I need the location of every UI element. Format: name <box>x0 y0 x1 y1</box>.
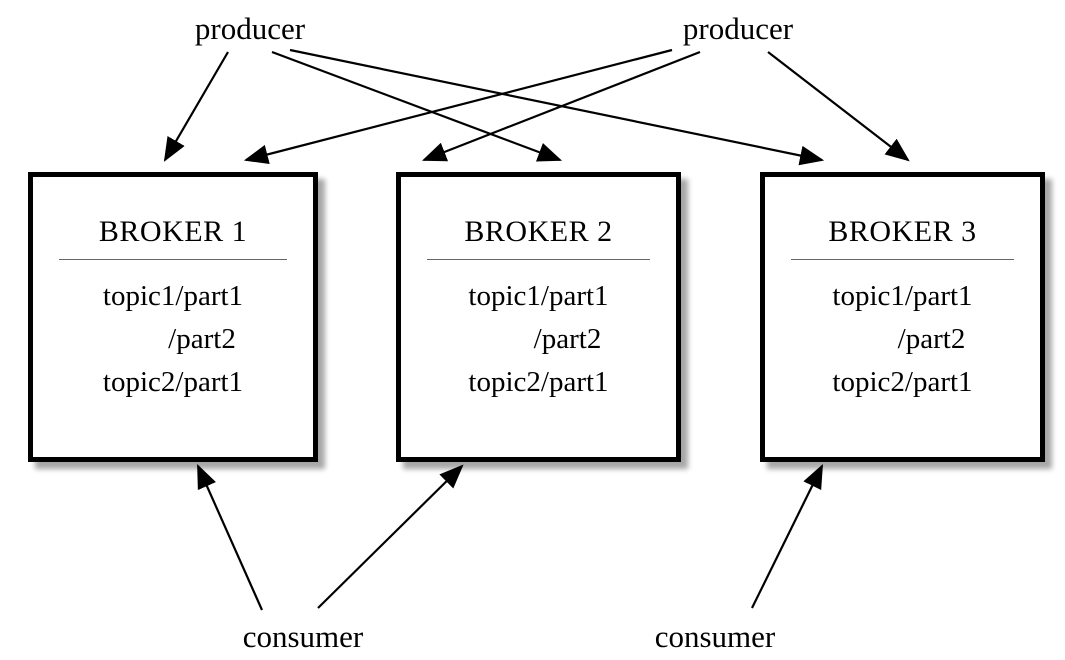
consumer-label-1: consumer <box>242 619 364 654</box>
broker-box-3[interactable]: BROKER 3 topic1/part1 /part2 topic2/part… <box>760 172 1045 462</box>
broker-divider-3 <box>791 259 1014 260</box>
edge-producer2-broker2 <box>421 50 701 162</box>
edge-consumer2-broker3 <box>751 464 823 609</box>
broker-topic-line: /part2 <box>475 323 602 355</box>
edge-consumer1-broker1 <box>196 463 264 611</box>
broker-topics-2: topic1/part1 /part2 topic2/part1 <box>401 275 676 404</box>
edge-consumer1-broker2 <box>317 464 464 609</box>
broker-title-1: BROKER 1 <box>98 215 248 248</box>
edge-producer1-broker1 <box>163 51 229 162</box>
broker-topic-line: topic1/part1 <box>102 280 244 312</box>
broker-topic-line: topic1/part1 <box>468 280 609 312</box>
broker-box-1[interactable]: BROKER 1 topic1/part1 /part2 topic2/part… <box>28 172 318 462</box>
broker-divider-2 <box>427 259 650 260</box>
edge-producer1-broker3 <box>289 48 825 166</box>
broker-topic-line: topic2/part1 <box>832 366 973 398</box>
broker-divider-1 <box>59 259 287 260</box>
broker-topic-line: topic2/part1 <box>102 366 244 398</box>
broker-box-2[interactable]: BROKER 2 topic1/part1 /part2 topic2/part… <box>396 172 681 462</box>
edge-producer1-broker2 <box>271 50 563 162</box>
broker-topic-line: /part2 <box>110 323 236 355</box>
broker-topic-line: topic1/part1 <box>832 280 973 312</box>
broker-title-3: BROKER 3 <box>828 215 977 248</box>
broker-topics-3: topic1/part1 /part2 topic2/part1 <box>765 275 1040 404</box>
broker-topic-line: /part2 <box>839 323 966 355</box>
broker-topic-line: topic2/part1 <box>468 366 609 398</box>
edge-producer2-broker1 <box>243 48 673 165</box>
broker-topics-1: topic1/part1 /part2 topic2/part1 <box>33 275 313 404</box>
producer-label-2: producer <box>682 11 794 46</box>
broker-title-2: BROKER 2 <box>464 215 613 248</box>
consumer-label-2: consumer <box>654 619 776 654</box>
producer-label-1: producer <box>194 11 306 46</box>
edge-producer2-broker3 <box>767 51 910 162</box>
